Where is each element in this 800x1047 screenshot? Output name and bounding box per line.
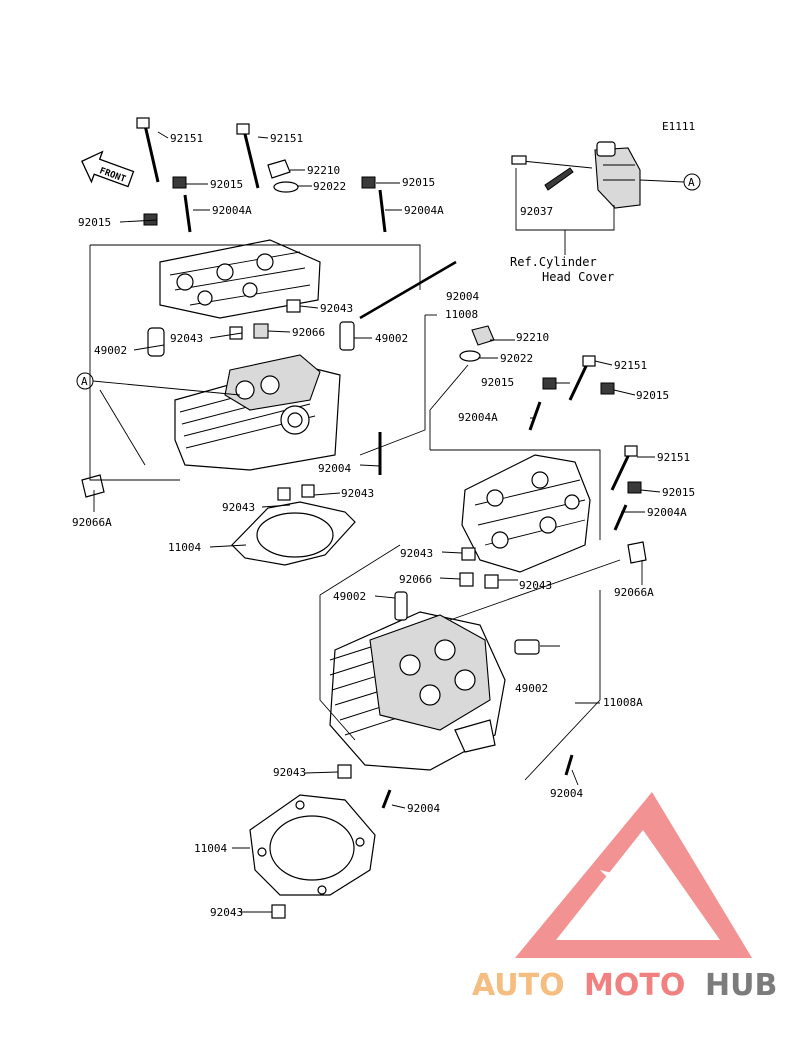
part-label: 11008A [603,696,643,709]
diagram-code: E1111 [662,120,695,133]
part-label: 92151 [614,359,647,372]
part-label: 92004A [458,411,498,424]
part-label: 92004A [404,204,444,217]
rear-cylinder-head [174,354,341,471]
rear-nuts-and-collars [81,159,376,501]
part-label: 92004 [446,290,479,303]
part-label: 92066 [292,326,325,339]
part-label: 92210 [307,164,340,177]
rear-leader-lines [89,131,437,548]
part-label: 11004 [168,541,201,554]
part-label: 92015 [662,486,695,499]
part-label: 92043 [222,501,255,514]
part-label: 49002 [375,332,408,345]
front-leader-lines [232,339,661,913]
part-label: 49002 [333,590,366,603]
part-label: 92004A [212,204,252,217]
part-label: 92043 [210,906,243,919]
part-label: 92004A [647,506,687,519]
part-label: 92066A [72,516,112,529]
part-label: 92043 [400,547,433,560]
front-arrow-icon: FRONT [81,150,135,188]
part-label: 92043 [519,579,552,592]
callout-a-right: A [683,173,701,191]
part-label: 92151 [657,451,690,464]
part-label: 92043 [341,487,374,500]
part-labels: 92151 92151 92210 92015 92022 92015 9200… [72,132,695,919]
part-label: 92004 [550,787,583,800]
part-label: 92043 [273,766,306,779]
part-label: 92022 [500,352,533,365]
front-cylinder-head [329,611,506,771]
front-gasket [249,794,376,896]
part-label: 92151 [170,132,203,145]
part-label: 92015 [78,216,111,229]
callout-a-left: A [76,372,94,390]
part-label: 92066 [399,573,432,586]
part-label: 49002 [94,344,127,357]
part-label: 92043 [170,332,203,345]
watermark-logo: AUTO MOTO HUB [472,792,777,1003]
rear-camshaft-holder [159,239,321,319]
svg-text:A: A [81,375,88,388]
part-label: 92151 [270,132,303,145]
part-label: 11008 [445,308,478,321]
rear-gasket [231,501,356,566]
front-nuts-and-collars [271,325,647,919]
watermark-moto: MOTO [584,968,685,1003]
ref-note-line2: Head Cover [542,270,614,284]
part-label: 92210 [516,331,549,344]
part-label: 92004 [407,802,440,815]
part-label: 92066A [614,586,654,599]
watermark-hub: HUB [705,968,777,1003]
watermark-auto: AUTO [472,968,565,1003]
svg-text:A: A [688,176,695,189]
head-cover-reference [511,141,685,255]
part-label: 11004 [194,842,227,855]
front-camshaft-holder [461,454,591,573]
front-bolts [381,355,638,809]
part-label: 92015 [481,376,514,389]
part-label: 92037 [520,205,553,218]
part-label: 92015 [210,178,243,191]
part-label: 92015 [636,389,669,402]
ref-note-line1: Ref.Cylinder [510,255,597,269]
rear-bolts [136,117,457,475]
part-label: 92022 [313,180,346,193]
part-label: 92015 [402,176,435,189]
part-label: 92043 [320,302,353,315]
part-label: 49002 [515,682,548,695]
part-label: 92004 [318,462,351,475]
